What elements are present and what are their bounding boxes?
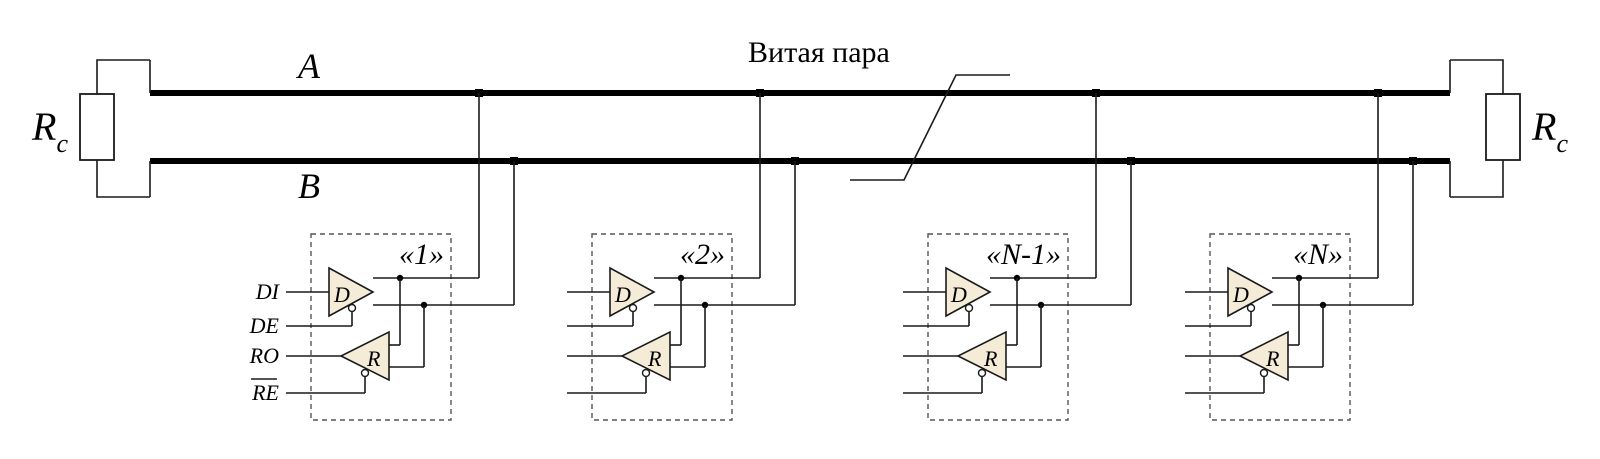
driver-enable-bubble	[628, 303, 638, 313]
receiver-label: R	[647, 346, 662, 371]
transceiver-node-2: «2» D R	[567, 89, 799, 421]
node-frame	[1209, 233, 1351, 421]
node-label: «1»	[399, 238, 444, 271]
receiver-enable-bubble	[1259, 368, 1269, 378]
left-termination-resistor	[79, 59, 151, 198]
driver-enable-bubble	[964, 303, 974, 313]
receiver-enable-bubble	[360, 368, 370, 378]
node-label: «N-1»	[986, 238, 1061, 271]
receiver-label: R	[983, 346, 998, 371]
driver-label: D	[1232, 282, 1249, 307]
node-frame	[310, 233, 452, 421]
receiver-triangle	[1238, 330, 1289, 382]
node-label: «2»	[680, 238, 725, 271]
transceiver-node-1: «1» D R DI DE RO RE	[249, 89, 518, 421]
line-b-label: B	[298, 166, 320, 206]
twisted-pair-label: Витая пара	[748, 36, 890, 69]
signal-label-di: DI	[255, 279, 281, 304]
signal-label-de: DE	[249, 313, 280, 338]
node-frame	[927, 233, 1069, 421]
receiver-enable-bubble	[641, 368, 651, 378]
driver-enable-bubble	[347, 303, 357, 313]
left-resistor-label: Rc	[31, 104, 68, 158]
receiver-label: R	[366, 346, 381, 371]
driver-label: D	[333, 282, 350, 307]
transceiver-node-3: «N-1» D R	[903, 89, 1135, 421]
receiver-enable-bubble	[977, 368, 987, 378]
receiver-triangle	[620, 330, 671, 382]
node-label: «N»	[1293, 238, 1343, 271]
right-resistor-label: Rc	[1531, 104, 1568, 158]
twisted-pair-leader	[850, 74, 1010, 181]
line-a-label: A	[296, 46, 321, 86]
transceiver-node-4: «N» D R	[1185, 89, 1417, 421]
signal-label-ro: RO	[249, 343, 279, 368]
driver-enable-bubble	[1246, 303, 1256, 313]
driver-label: D	[614, 282, 631, 307]
right-termination-resistor	[1449, 59, 1521, 198]
node-frame	[591, 233, 733, 421]
nodes-layer: «1» D R DI DE RO RE «2» D R «N-1» D R «N» D R	[249, 89, 1417, 421]
receiver-triangle	[956, 330, 1007, 382]
receiver-triangle	[339, 330, 390, 382]
driver-label: D	[950, 282, 967, 307]
signal-label-re: RE	[251, 380, 279, 405]
receiver-label: R	[1265, 346, 1280, 371]
